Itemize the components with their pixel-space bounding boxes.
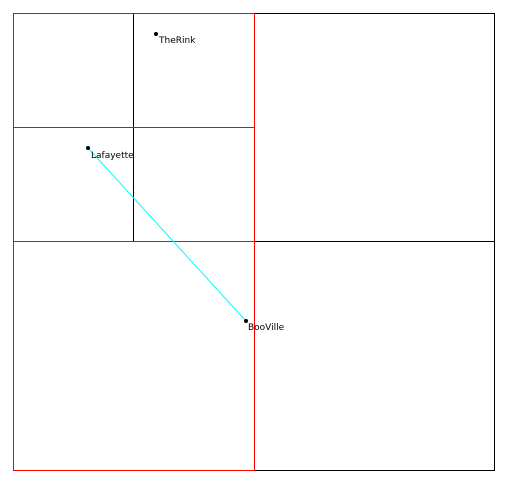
point-lafayette[interactable]: Lafayette xyxy=(86,146,134,161)
point-label: BooVille xyxy=(248,323,285,333)
point-marker xyxy=(244,319,248,323)
point-marker xyxy=(86,146,90,150)
point-label: TheRink xyxy=(158,36,196,46)
point-marker xyxy=(154,32,158,36)
path-line xyxy=(87,147,247,322)
point-label: Lafayette xyxy=(91,151,134,161)
point-booville[interactable]: BooVille xyxy=(244,319,285,333)
point-therink[interactable]: TheRink xyxy=(154,32,196,46)
highlight-cells xyxy=(13,13,255,471)
